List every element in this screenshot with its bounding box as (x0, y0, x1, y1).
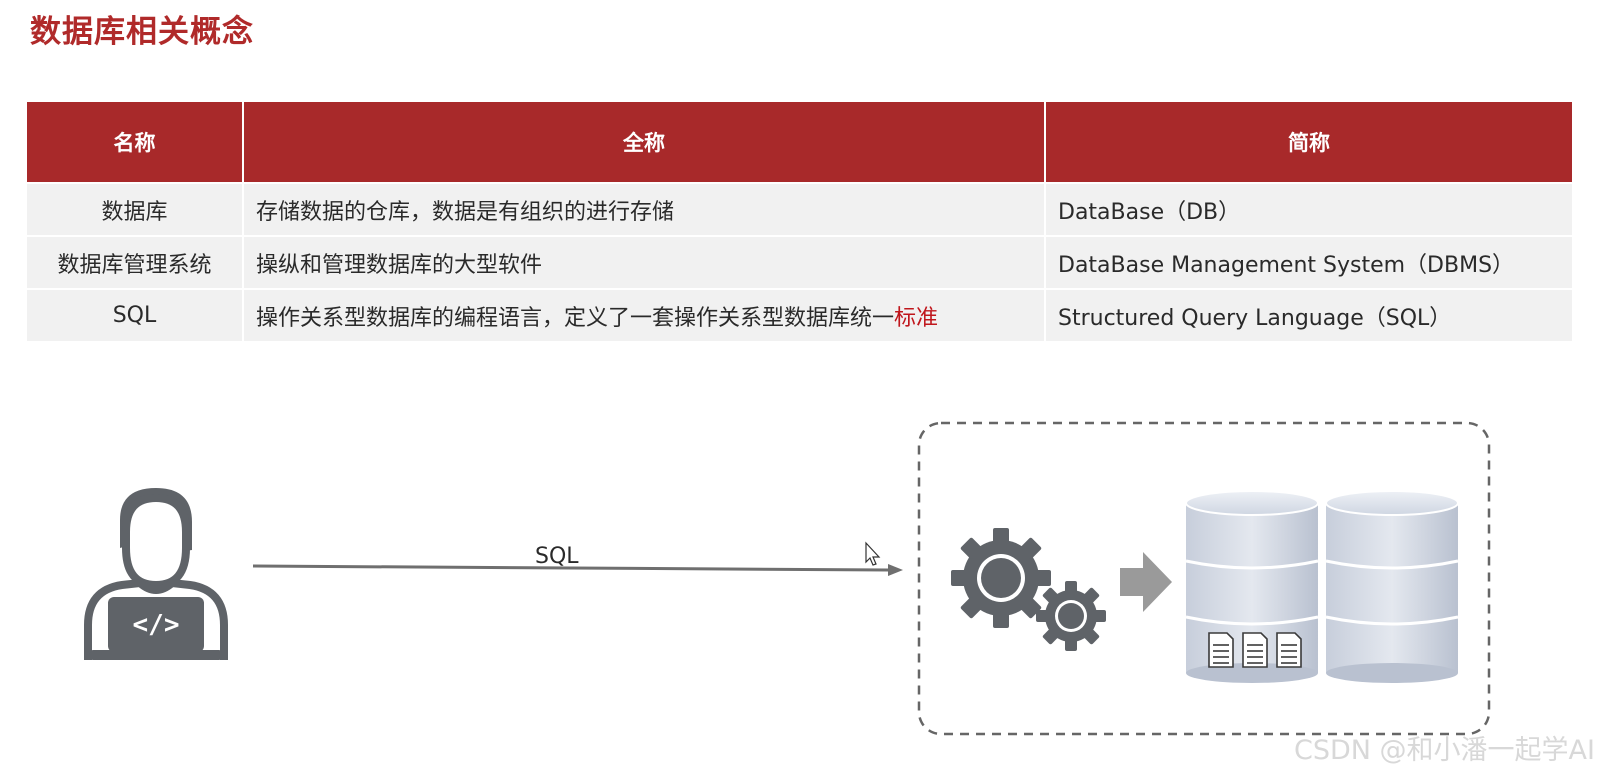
cell-abbr: Structured Query Language（SQL） (1046, 288, 1572, 341)
concept-table: 名称 全称 简称 数据库 存储数据的仓库，数据是有组织的进行存储 DataBas… (27, 102, 1572, 341)
cell-abbr: DataBase（DB） (1046, 182, 1572, 235)
sql-arrow-label: SQL (535, 544, 579, 569)
cell-fullname: 存储数据的仓库，数据是有组织的进行存储 (244, 182, 1046, 235)
fullname-text: 存储数据的仓库，数据是有组织的进行存储 (256, 199, 675, 225)
cell-name: 数据库管理系统 (27, 235, 244, 288)
cell-fullname: 操作关系型数据库的编程语言，定义了一套操作关系型数据库统一标准 (244, 288, 1046, 341)
watermark: CSDN @和小潘一起学AI (1294, 735, 1595, 766)
table-header-row: 名称 全称 简称 (27, 102, 1572, 182)
column-header-abbr: 简称 (1046, 102, 1572, 182)
column-header-name: 名称 (27, 102, 244, 182)
cell-abbr: DataBase Management System（DBMS） (1046, 235, 1572, 288)
dbms-boundary (917, 421, 1491, 736)
page-title: 数据库相关概念 (30, 14, 254, 50)
cell-name: SQL (27, 288, 244, 341)
table-row: 数据库管理系统 操纵和管理数据库的大型软件 DataBase Managemen… (27, 235, 1572, 288)
table-row: SQL 操作关系型数据库的编程语言，定义了一套操作关系型数据库统一标准 Stru… (27, 288, 1572, 341)
column-header-fullname: 全称 (244, 102, 1046, 182)
document-icon (1276, 632, 1302, 668)
developer-laptop-icon: </> (84, 488, 228, 660)
cell-fullname: 操纵和管理数据库的大型软件 (244, 235, 1046, 288)
gears-icon (951, 528, 1106, 651)
fullname-text: 操作关系型数据库的编程语言，定义了一套操作关系型数据库统一 (256, 305, 895, 331)
mouse-cursor-icon (865, 541, 881, 566)
table-row: 数据库 存储数据的仓库，数据是有组织的进行存储 DataBase（DB） (27, 182, 1572, 235)
fullname-highlight: 标准 (894, 305, 939, 331)
database-cylinder-icon (1325, 490, 1459, 683)
code-glyph: </> (133, 610, 180, 640)
document-icon (1242, 632, 1268, 668)
request-arrow (252, 564, 903, 576)
arrow-right-icon (1120, 552, 1172, 612)
cell-name: 数据库 (27, 182, 244, 235)
document-icon (1208, 632, 1234, 668)
fullname-text: 操纵和管理数据库的大型软件 (256, 252, 543, 278)
